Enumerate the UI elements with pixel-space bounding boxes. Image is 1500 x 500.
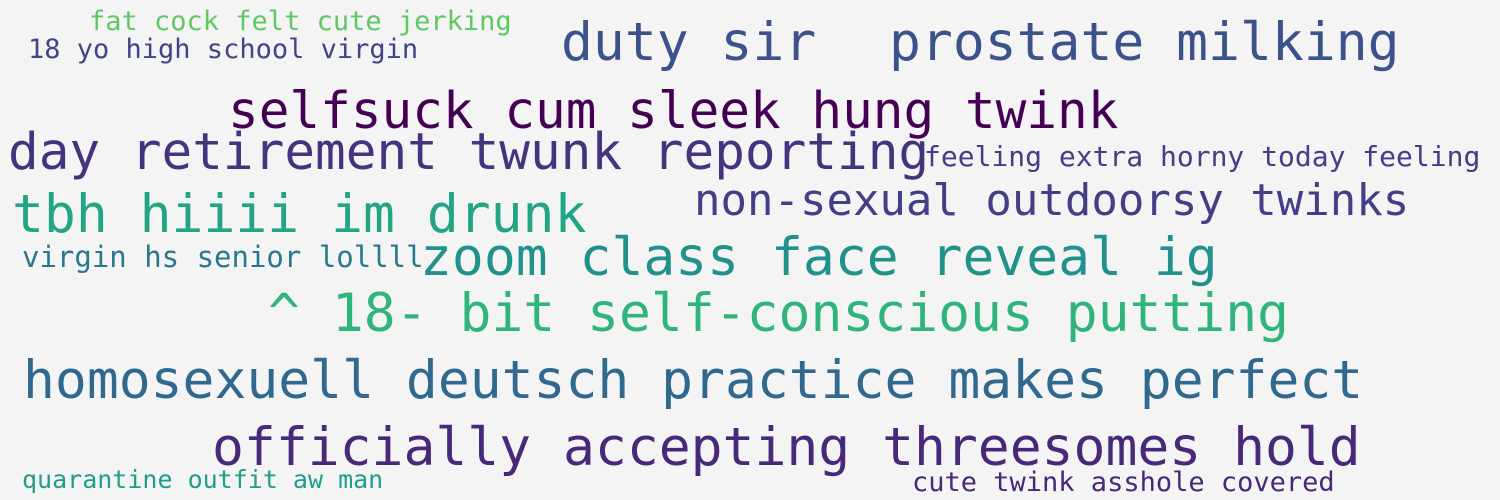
phrase: prostate milking [889,12,1400,73]
phrase: cute twink asshole covered [912,467,1335,498]
phrase: duty sir [561,12,817,73]
phrase: 18 yo high school virgin [28,34,419,65]
phrase: homosexuell deutsch practice makes perfe… [23,350,1364,411]
phrase: virgin hs senior lollll [22,240,424,274]
phrase: selfsuck cum sleek hung twink [228,82,1119,141]
phrase: feeling extra horny today feeling [924,140,1481,173]
phrase: ^ 18- bit self-conscious putting [268,283,1290,344]
phrase: zoom class face reveal ig [420,227,1218,288]
phrase: day retirement twunk reporting [8,123,930,182]
phrase: officially accepting threesomes hold [212,417,1361,478]
phrase: quarantine outfit aw man [22,465,384,494]
phrase: fat cock felt cute jerking [89,6,512,37]
phrase: non-sexual outdoorsy twinks [694,175,1410,226]
phrase: tbh hiiii im drunk [12,184,587,245]
